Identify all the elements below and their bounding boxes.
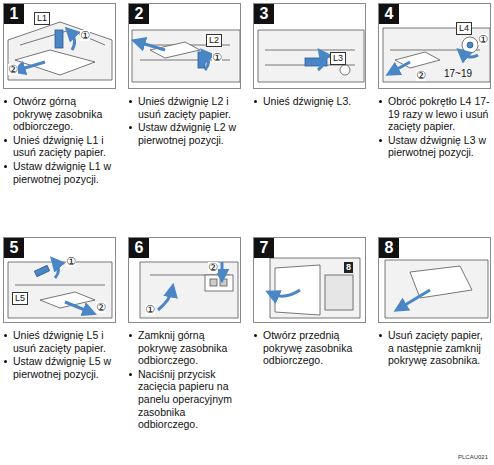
bullet-item: Naciśnij przycisk zacięcia papieru na pa… [128,368,241,431]
instruction-text: Ustaw dźwignię L1 w pierwotnej pozycji. [13,160,111,185]
bullet-item: Ustaw dźwignię L2 w pierwotnej pozycji. [128,121,241,146]
step-number: 6 [129,238,149,258]
bullet-dot [4,360,7,363]
callout-number: ② [208,262,218,273]
step-panel: 3Unieś dźwignię L3. [253,3,366,108]
lever-label: L5 [12,292,28,305]
step-frame: 1 [3,3,116,89]
lever-label: L3 [330,52,346,65]
part-label: 8 [344,262,353,273]
callout-number: ② [8,64,18,75]
instruction-text: Unieś dźwignię L3. [263,95,351,107]
machine-sketch [8,22,490,318]
bullet-dot [129,126,132,129]
callout-number: ② [416,70,426,81]
bullet-item: Zamknij górną pokrywę zasobnika odbiorcz… [128,329,241,367]
step-number: 2 [129,4,149,24]
step-frame: 3 [253,3,366,89]
step-number: 8 [379,238,399,258]
bullet-dot [4,139,7,142]
step-number: 3 [254,4,274,24]
step-panel: 8Usuń zacięty papier, a następnie zamkni… [378,237,491,367]
instruction-text: Usuń zacięty papier, a następnie zamknij… [388,329,483,366]
motion-arrow [18,32,478,312]
bullet-dot [129,334,132,337]
instruction-text: Unieś dźwignię L1 i usuń zacięty papier. [13,134,106,159]
step-panel: 4Obróć pokrętło L4 17-19 razy w lewo i u… [378,3,491,159]
step-number: 4 [379,4,399,24]
lever-label: L2 [206,34,222,47]
bullet-item: Unieś dźwignię L5 i usuń zacięty papier. [3,329,116,354]
instruction-text: Unieś dźwignię L2 i usuń zacięty papier. [138,95,231,120]
step-frame: 2 [128,3,241,89]
part-label: 17~19 [444,68,472,79]
instruction-text: Otwórz górną pokrywę zasobnika odbiorcze… [13,95,102,132]
step-panel: 7Otwórz przednią pokrywę zasobnika odbio… [253,237,366,367]
callout-number: ① [212,52,222,63]
bullet-dot [254,334,257,337]
bullet-dot [4,165,7,168]
bullet-item: Ustaw dźwignię L3 w pierwotnej pozycji. [378,134,491,159]
step-panel: 2Unieś dźwignię L2 i usuń zacięty papier… [128,3,241,146]
step-frame: 8 [378,237,491,323]
step-number: 7 [254,238,274,258]
step-number: 5 [4,238,24,258]
bullet-item: Otwórz górną pokrywę zasobnika odbiorcze… [3,95,116,133]
bullet-dot [379,334,382,337]
bullet-dot [4,334,7,337]
step-frame: 7 [253,237,366,323]
lever-label: L4 [456,22,472,35]
bullet-item: Unieś dźwignię L3. [253,95,366,108]
step-panel: 6Zamknij górną pokrywę zasobnika odbiorc… [128,237,241,431]
bullet-dot [379,139,382,142]
instruction-text: Ustaw dźwignię L3 w pierwotnej pozycji. [388,134,486,159]
instruction-text: Naciśnij przycisk zacięcia papieru na pa… [138,368,232,430]
bullet-dot [129,100,132,103]
bullet-item: Obróć pokrętło L4 17-19 razy w lewo i us… [378,95,491,133]
bullet-dot [379,100,382,103]
step-number: 1 [4,4,24,24]
bullet-item: Otwórz przednią pokrywę zasobnika odbior… [253,329,366,367]
instruction-text: Zamknij górną pokrywę zasobnika odbiorcz… [138,329,227,366]
callout-number: ① [80,30,90,41]
bullet-dot [254,100,257,103]
callout-number: ① [478,34,488,45]
bullet-dot [129,373,132,376]
bullet-item: Unieś dźwignię L1 i usuń zacięty papier. [3,134,116,159]
instruction-text: Unieś dźwignię L5 i usuń zacięty papier. [13,329,106,354]
bullet-dot [4,100,7,103]
figure-code: PLCAU021 [458,452,488,463]
instruction-text: Obróć pokrętło L4 17-19 razy w lewo i us… [388,95,490,132]
bullet-item: Ustaw dźwignię L5 w pierwotnej pozycji. [3,355,116,380]
instruction-text: Otwórz przednią pokrywę zasobnika odbior… [263,329,352,366]
lever-label: L1 [34,12,50,25]
instruction-text: Ustaw dźwignię L5 w pierwotnej pozycji. [13,355,111,380]
bullet-item: Unieś dźwignię L2 i usuń zacięty papier. [128,95,241,120]
callout-number: ① [145,304,155,315]
instruction-text: Ustaw dźwignię L2 w pierwotnej pozycji. [138,121,236,146]
bullet-item: Usuń zacięty papier, a następnie zamknij… [378,329,491,367]
step-panel: 1Otwórz górną pokrywę zasobnika odbiorcz… [3,3,116,185]
bullet-item: Ustaw dźwignię L1 w pierwotnej pozycji. [3,160,116,185]
step-frame: 4 [378,3,491,89]
callout-number: ① [66,256,76,267]
callout-number: ② [96,302,106,313]
